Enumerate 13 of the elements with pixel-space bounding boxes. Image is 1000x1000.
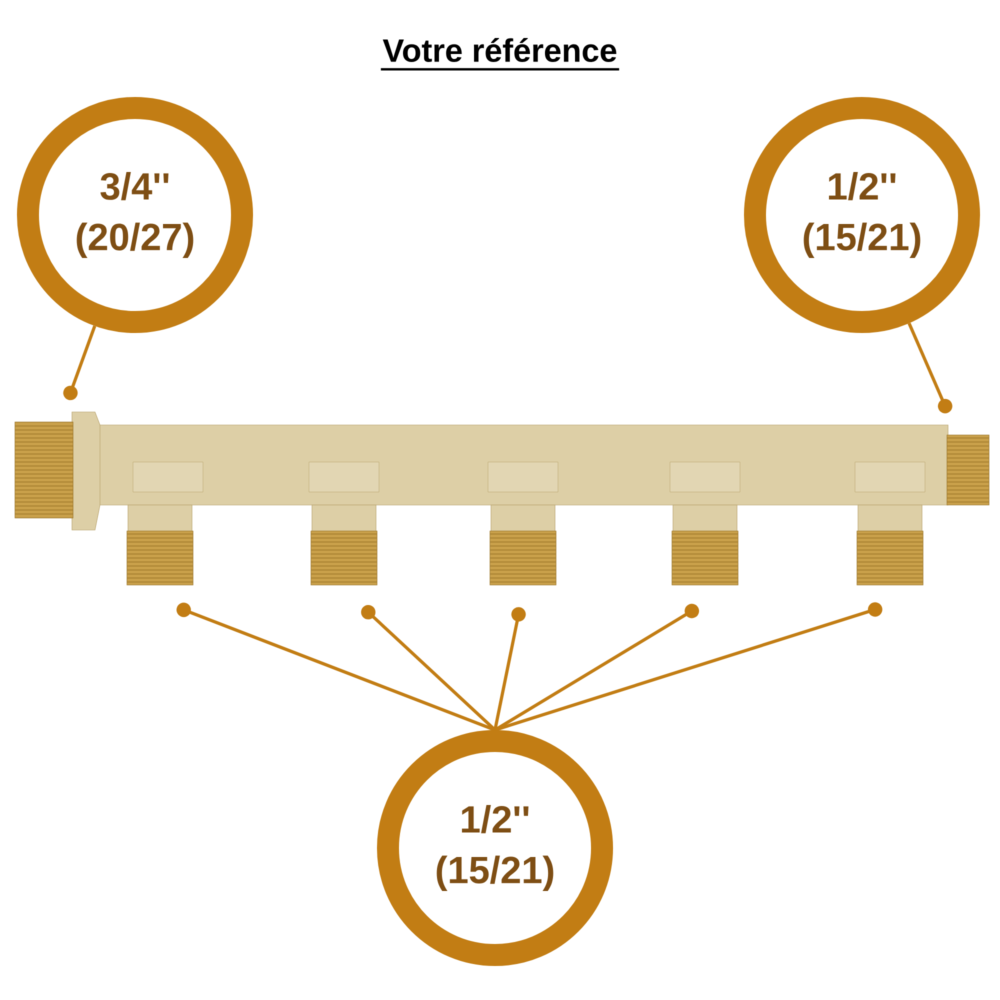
title: Votre référence [380, 38, 620, 71]
leader-line [63, 325, 96, 400]
leader-line [493, 607, 526, 730]
leader-line [494, 602, 882, 732]
threaded-end [310, 530, 378, 586]
threaded-end [14, 422, 74, 518]
threaded-end [856, 530, 924, 586]
threaded-end [946, 434, 990, 506]
threaded-end [672, 530, 738, 586]
threaded-end [490, 530, 556, 586]
threaded-end [126, 530, 194, 586]
leader-line [908, 322, 952, 414]
leader-line [176, 602, 496, 732]
